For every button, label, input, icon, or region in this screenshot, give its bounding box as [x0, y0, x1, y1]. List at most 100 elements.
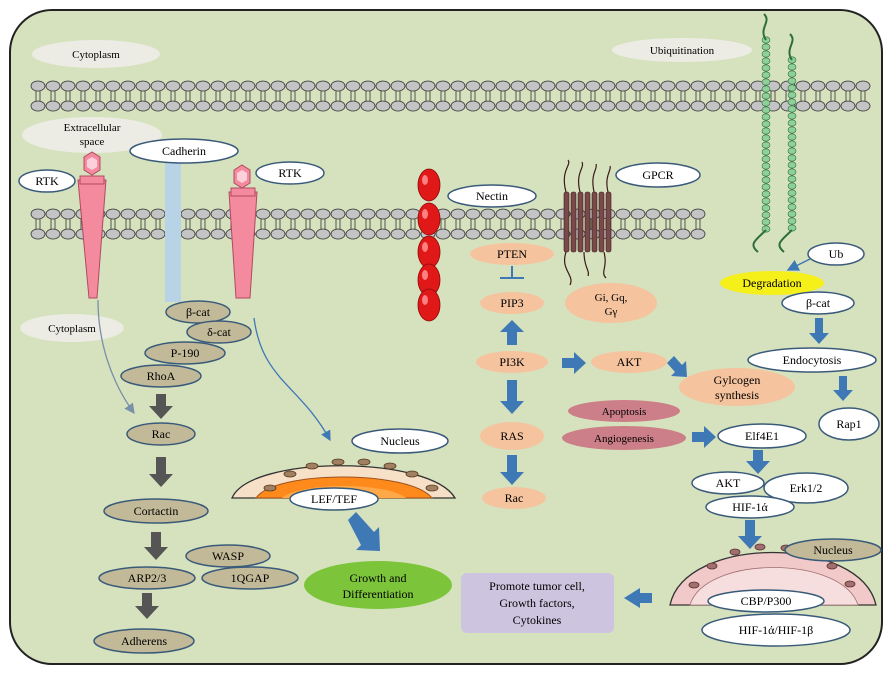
rac-to-cortactin-arrow	[149, 457, 173, 487]
akt-right-node	[691, 471, 765, 495]
iqgap-label: 1QGAP	[231, 571, 270, 585]
angiogenesis-label: Angiogenesis	[594, 433, 654, 445]
glycogen-node	[679, 368, 795, 406]
ras-node	[480, 422, 544, 450]
erk-node	[763, 472, 849, 504]
rac-left-label: Rac	[152, 427, 171, 441]
akt-right-label: AKT	[716, 476, 741, 490]
ubiquitination-bubble	[612, 38, 752, 62]
wasp-node	[185, 544, 271, 568]
cadherin-bar	[165, 160, 181, 302]
ubiquitin-chains	[752, 13, 797, 253]
cadherin-label: Cadherin	[162, 144, 206, 158]
extracellular-label-1: Extracellular	[64, 122, 121, 134]
promote-label-3: Cytokines	[513, 613, 562, 627]
nucleus-left-label: Nucleus	[380, 434, 420, 448]
ub-to-degradation-arrow	[786, 258, 811, 271]
nectin-chain	[417, 168, 441, 322]
cytoplasm-top-label: Cytoplasm	[72, 49, 120, 61]
delta-cat-label: δ-cat	[207, 325, 231, 339]
cadherin-node	[129, 138, 239, 164]
rtk-left-label: RTK	[35, 174, 59, 188]
pten-label: PTEN	[497, 247, 527, 261]
rtk-right-label: RTK	[278, 166, 302, 180]
nucleus-right-node	[784, 538, 882, 562]
promote-label-1: Promote tumor cell,	[489, 579, 585, 593]
rhoa-label: RhoA	[147, 369, 176, 383]
adherens-node	[93, 628, 195, 654]
endocytosis-to-rap1-arrow	[833, 376, 853, 401]
delta-cat-node	[186, 320, 252, 344]
lef-tef-label: LEF/TEF	[311, 492, 357, 506]
glycogen-label-1: Gylcogen	[714, 373, 761, 387]
gi-gq-label-1: Gi, Gq,	[595, 292, 628, 304]
promote-label-2: Growth factors,	[499, 596, 574, 610]
cortactin-node	[103, 498, 209, 524]
promote-box	[461, 573, 614, 633]
rtk-right-receptor	[228, 164, 258, 299]
membrane-middle	[30, 208, 706, 240]
akt-to-glycogen-arrow	[667, 356, 687, 377]
rac-mid-node	[482, 487, 546, 509]
rhoa-node	[120, 364, 202, 388]
nectin-label: Nectin	[476, 189, 508, 203]
glycogen-label-2: synthesis	[715, 388, 759, 402]
pi3k-node	[476, 351, 548, 373]
arp-to-adherens-arrow	[135, 593, 159, 619]
rap1-label: Rap1	[836, 417, 861, 431]
rtk-left-receptor	[77, 151, 107, 299]
p190-label: P-190	[171, 346, 200, 360]
ub-node	[807, 242, 865, 266]
pten-inhibit-symbol	[500, 266, 524, 279]
elf-to-akt-arrow	[746, 450, 770, 474]
rtk-right-to-nucleus-arrow	[253, 317, 331, 442]
extracellular-bubble	[22, 117, 162, 153]
rtk-right-node	[255, 161, 325, 185]
endocytosis-label: Endocytosis	[783, 353, 842, 367]
lef-to-growth-arrow	[348, 512, 380, 551]
beta-cat-left-label: β-cat	[186, 305, 211, 319]
cytoplasm-mid-label: Cytoplasm	[48, 323, 96, 335]
hif-complex-node	[701, 613, 851, 647]
degradation-label: Degradation	[742, 276, 801, 290]
beta-cat-to-endocytosis-arrow	[809, 318, 829, 344]
hif-complex-label: HIF-1ά/HIF-1β	[739, 623, 813, 637]
hif1a-label: HIF-1ά	[732, 500, 768, 514]
cbp-p300-label: CBP/P300	[741, 594, 792, 608]
membrane-top	[30, 80, 871, 112]
hif1a-node	[705, 495, 795, 519]
endocytosis-node	[747, 347, 877, 373]
elf4e1-node	[717, 423, 807, 449]
angiogenesis-node	[562, 426, 686, 450]
beta-cat-right-label: β-cat	[806, 296, 831, 310]
growth-label-2: Differentiation	[342, 587, 413, 601]
pi3k-to-ras-arrow	[500, 380, 524, 414]
rtk-left-node	[18, 169, 76, 193]
p190-node	[144, 341, 226, 365]
ras-to-rac-arrow	[500, 455, 524, 485]
ub-label: Ub	[829, 247, 844, 261]
hif-to-nucleus-arrow	[738, 520, 762, 549]
pip3-node	[480, 292, 544, 314]
nectin-node	[447, 184, 537, 208]
akt-mid-label: AKT	[617, 355, 642, 369]
adherens-label: Adherens	[121, 634, 167, 648]
gi-gq-node	[565, 283, 657, 323]
ubiquitination-label: Ubiquitination	[650, 45, 715, 57]
pi3k-label: PI3K	[499, 355, 525, 369]
apoptosis-label: Apoptosis	[602, 406, 647, 418]
wasp-label: WASP	[212, 549, 244, 563]
lef-tef-node	[289, 487, 379, 511]
ras-label: RAS	[500, 429, 523, 443]
nucleus-to-promote-arrow	[624, 588, 652, 608]
growth-node	[304, 561, 452, 609]
cortactin-to-arp-arrow	[144, 532, 168, 560]
pi3k-to-pip3-arrow	[500, 320, 524, 345]
rac-left-node	[126, 422, 196, 446]
rhoa-to-rac-arrow	[149, 394, 173, 419]
elf4e1-label: Elf4E1	[745, 429, 779, 443]
iqgap-node	[201, 566, 299, 590]
angiogenesis-to-elf-arrow	[692, 426, 716, 448]
